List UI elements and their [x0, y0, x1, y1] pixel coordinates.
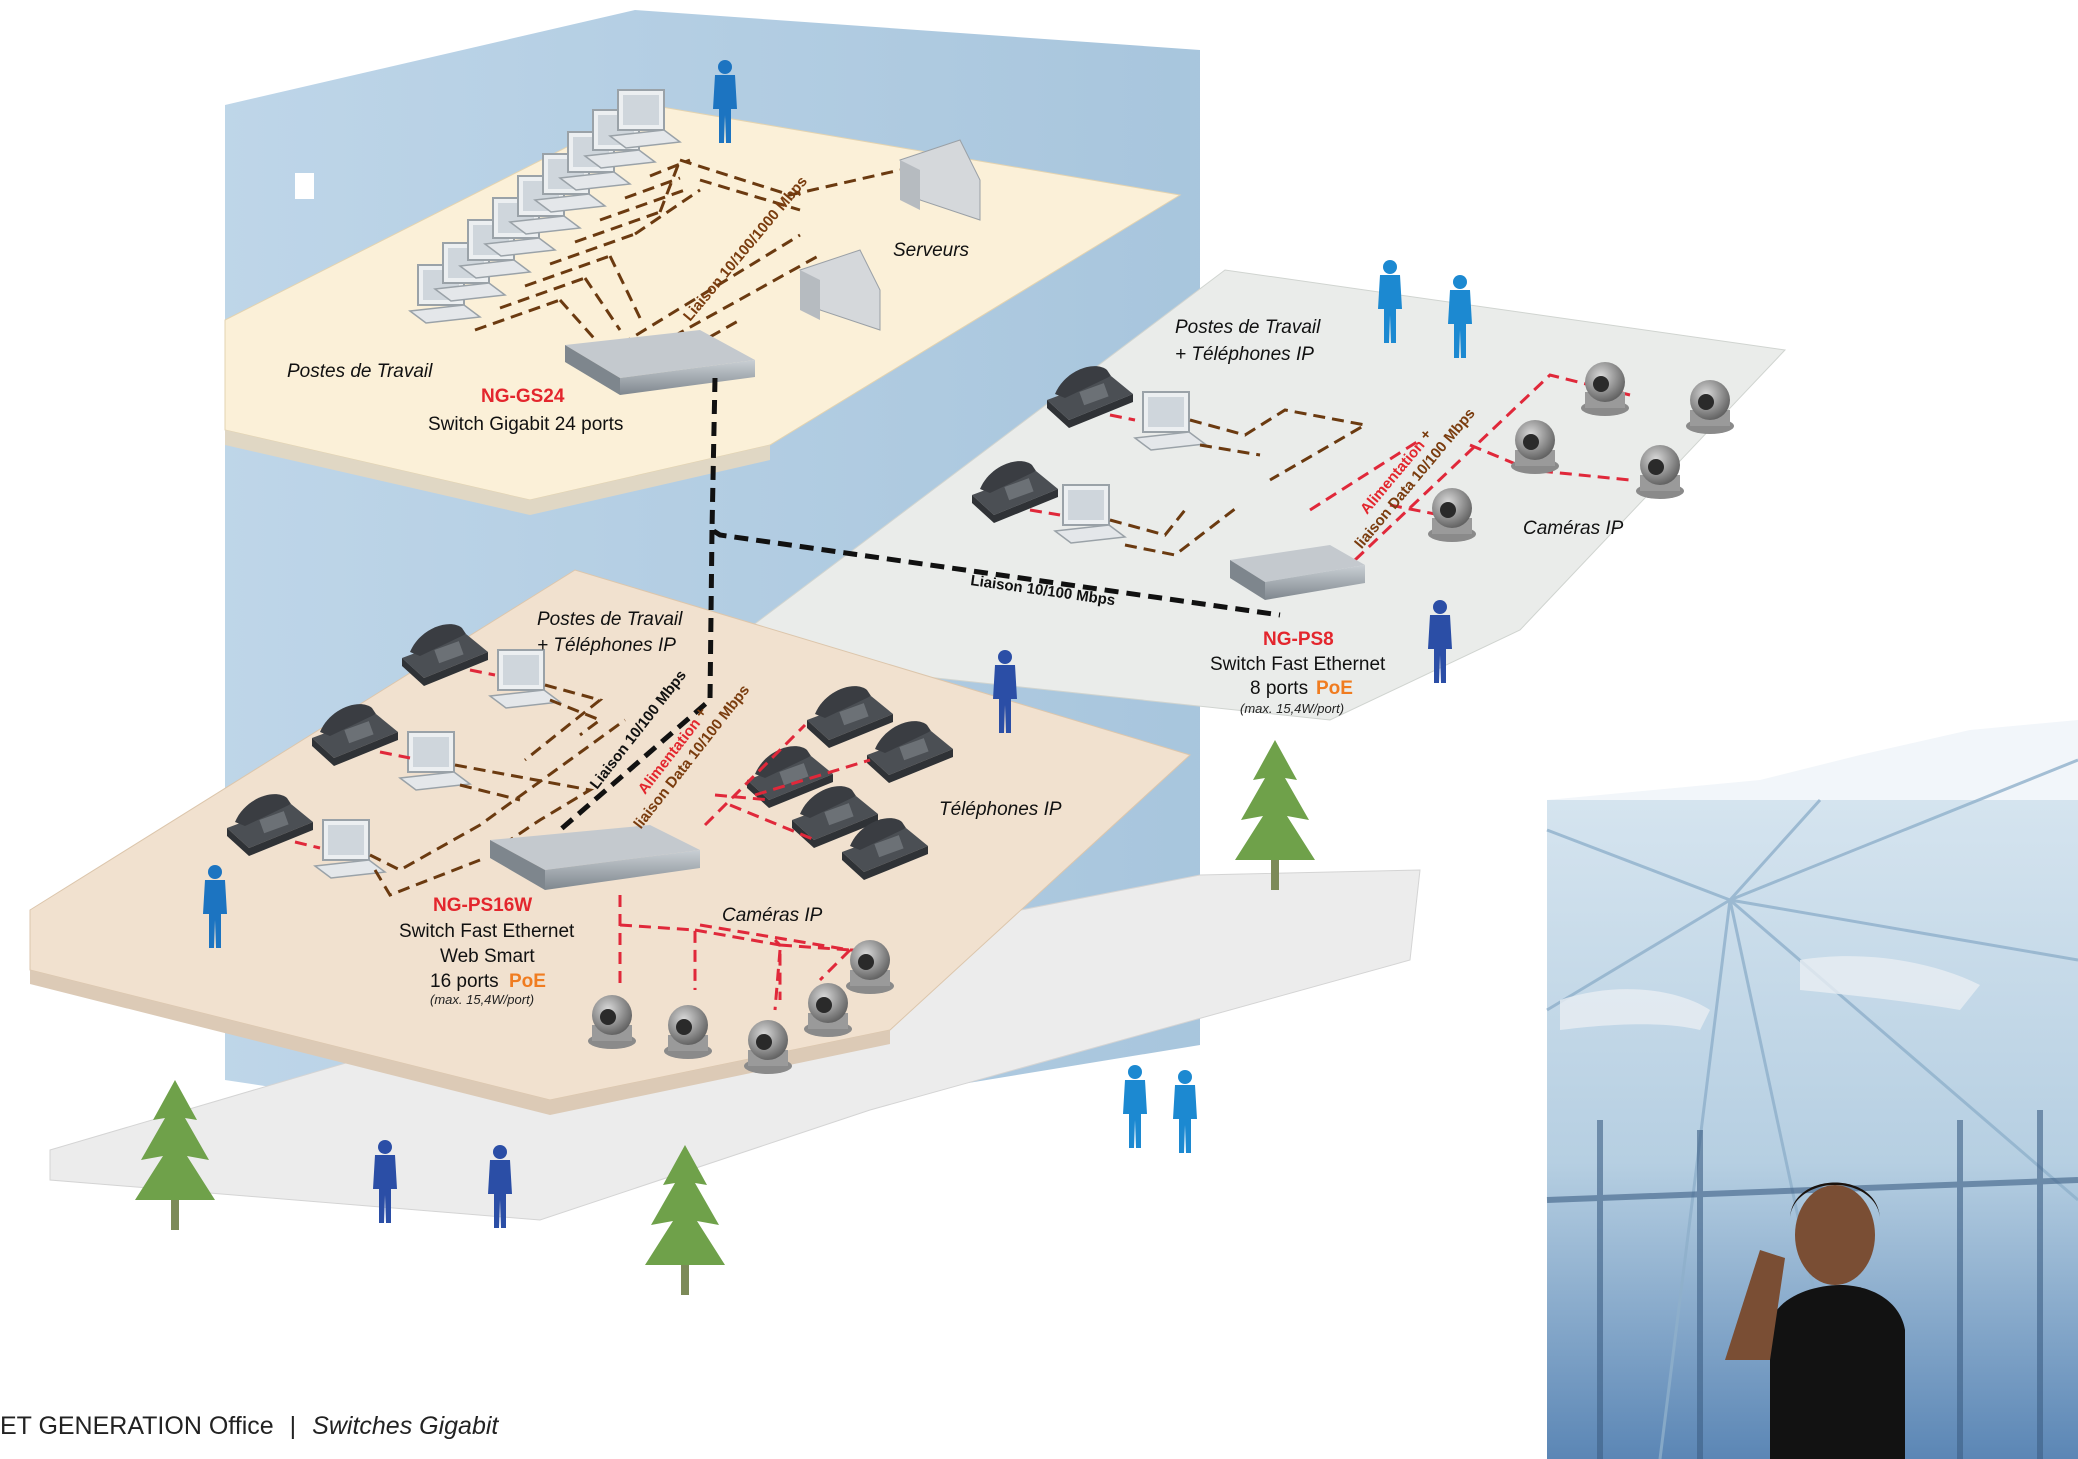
switch-ng-ps16w-icon	[490, 825, 700, 890]
ng-ps8-note: (max. 15,4W/port)	[1240, 701, 1344, 716]
ng-gs24-desc: Switch Gigabit 24 ports	[428, 414, 623, 435]
ng-ps16w-poe: PoE	[509, 971, 546, 992]
tree-icon	[1235, 740, 1315, 890]
right-floor-network	[972, 362, 1734, 600]
ng-ps16w-note: (max. 15,4W/port)	[430, 992, 534, 1007]
server-icon	[899, 139, 981, 221]
footer: ET GENERATION Office | Switches Gigabit	[0, 1412, 498, 1441]
right-workstations-label-1: Postes de Travail	[1175, 317, 1321, 338]
window-marker	[295, 173, 314, 199]
footer-subtitle: Switches Gigabit	[312, 1412, 499, 1440]
person-icon	[1123, 1065, 1147, 1148]
ng-ps8-desc-1: Switch Fast Ethernet	[1210, 654, 1386, 675]
ng-ps16w-desc-1: Switch Fast Ethernet	[399, 921, 575, 942]
mid-cameras-label: Caméras IP	[722, 905, 823, 926]
ng-ps16w-desc-2: Web Smart	[440, 946, 535, 967]
ng-ps16w-name: NG-PS16W	[433, 895, 532, 916]
right-workstations-label-2: + Téléphones IP	[1175, 344, 1314, 365]
ng-gs24-name: NG-GS24	[481, 386, 565, 407]
mid-workstations-label-2: + Téléphones IP	[537, 635, 676, 656]
ng-ps8-name: NG-PS8	[1263, 629, 1334, 650]
top-workstations-label: Postes de Travail	[287, 361, 433, 382]
tree-icon	[135, 1080, 215, 1230]
ng-ps16w-desc-3: 16 ports	[430, 971, 499, 992]
servers-label: Serveurs	[893, 240, 970, 261]
right-cameras-label: Caméras IP	[1523, 518, 1624, 539]
top-floor-network	[409, 89, 981, 395]
switch-ng-gs24-icon	[565, 330, 755, 395]
mid-workstations-label-1: Postes de Travail	[537, 609, 683, 630]
globe-photo	[1546, 720, 2078, 1459]
mid-phones-label: Téléphones IP	[939, 799, 1062, 820]
ng-ps8-poe: PoE	[1316, 678, 1353, 699]
server-icon	[799, 249, 881, 331]
middle-floor-network	[227, 624, 953, 1074]
backbone-links	[558, 377, 1281, 832]
ng-ps8-desc-2: 8 ports	[1250, 678, 1308, 699]
footer-separator: |	[289, 1412, 297, 1440]
footer-brand: ET GENERATION Office	[0, 1412, 274, 1440]
person-icon	[1173, 1070, 1197, 1153]
switch-ng-ps8-icon	[1230, 545, 1365, 600]
